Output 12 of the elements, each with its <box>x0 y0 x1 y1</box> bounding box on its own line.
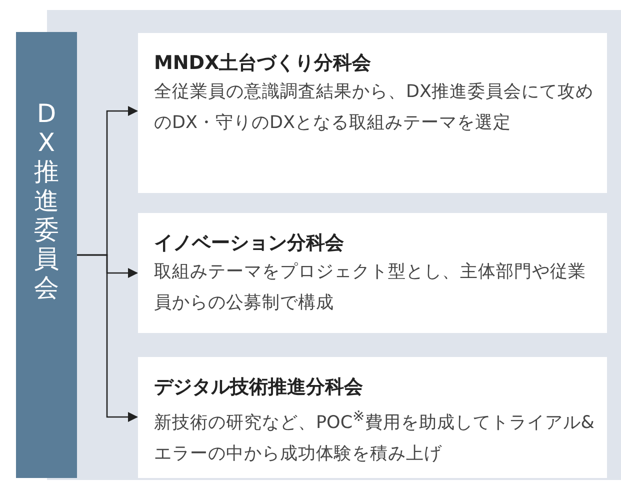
subcommittee-title: MNDX土台づくり分科会 <box>154 51 372 76</box>
subcommittee-title: イノベーション分科会 <box>154 231 345 256</box>
subcommittee-box <box>138 357 607 478</box>
description: 取組みテーマをプロジェクト型とし、主体部門や従業員からの公募制で構成 <box>154 261 587 315</box>
subcommittee-title: デジタル技術推進分科会 <box>154 375 364 400</box>
description: 新技術の研究など、POC$^{※}$費用を助成してトライアル&エラーの中から成功体験を積み上げ <box>154 407 596 466</box>
committee-bar <box>16 32 77 478</box>
subcommittee-box <box>138 213 607 333</box>
committee-title: DX推進委員会 <box>34 98 60 302</box>
arrow <box>77 254 138 422</box>
subcommittee-box <box>138 33 607 193</box>
description: 全従業員の意識調査結果から、DX推進委員会にて攻めのDX・守りのDXとなる取組みテーマを選定 <box>154 81 594 135</box>
